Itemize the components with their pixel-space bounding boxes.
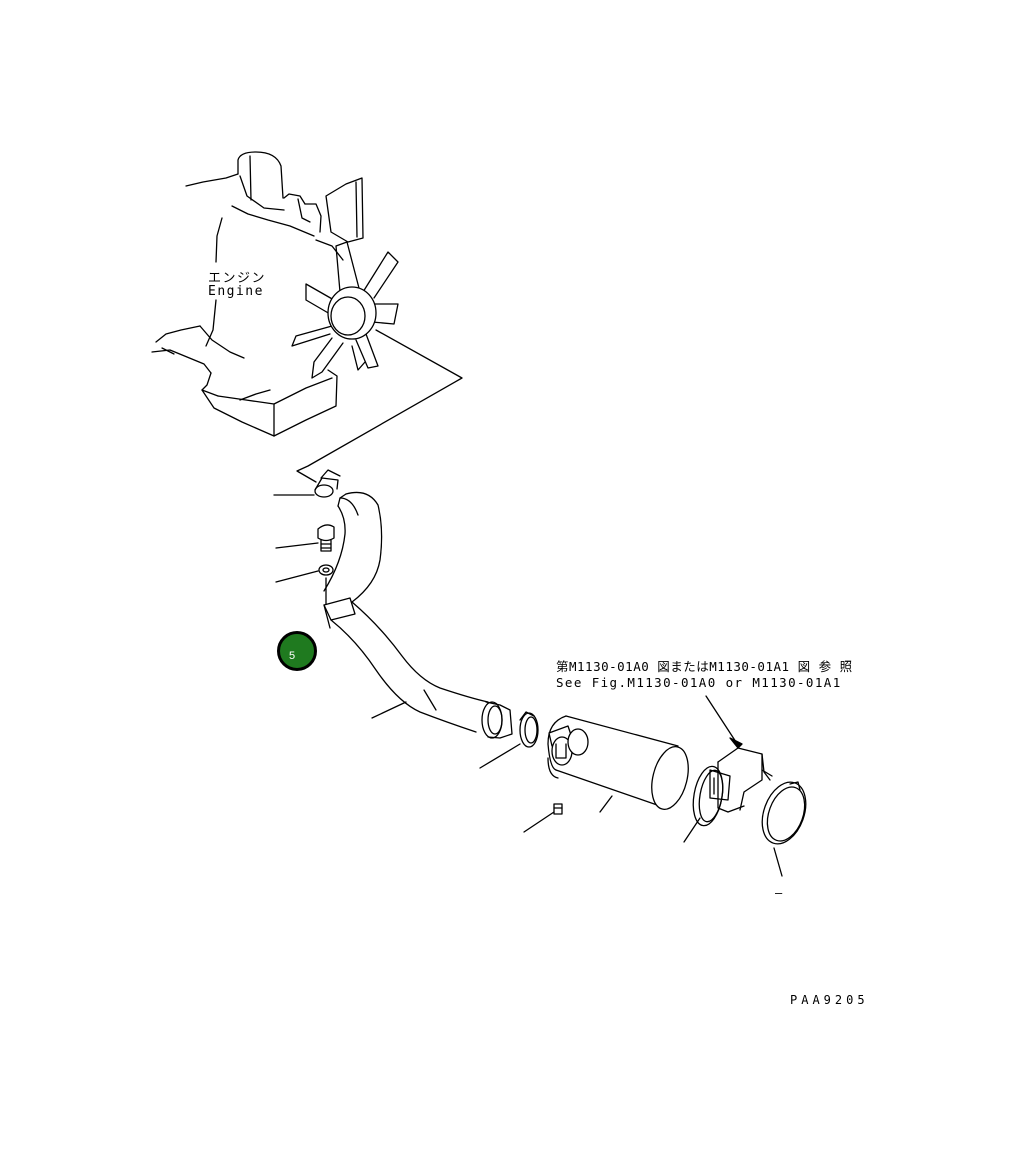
reference-label-en: See Fig.M1130-01A0 or M1130-01A1 [556,675,842,690]
callout-number: 5 [289,650,296,662]
bolt [275,524,335,552]
hose [323,491,513,739]
washer [275,564,334,607]
hose-clamp-lower [479,711,539,769]
engine-label-en: Engine [208,284,264,299]
engine-outline [151,151,364,437]
mounting-band [683,765,724,843]
hose-clamp-upper [273,469,341,498]
air-cleaner [523,715,689,833]
figure-code: PAA9205 [790,993,869,1007]
leader-mark: – [775,886,784,900]
connector-line [296,329,463,483]
fan [291,241,399,379]
band-clamp-right [761,781,807,877]
reference-label-jp: 第M1130-01A0 図またはM1130-01A1 図 参 照 [556,659,853,674]
engine-label-jp: エンジン [208,271,267,286]
mounting-bracket [705,695,773,813]
callout-badge-5[interactable]: 5 [277,631,317,671]
